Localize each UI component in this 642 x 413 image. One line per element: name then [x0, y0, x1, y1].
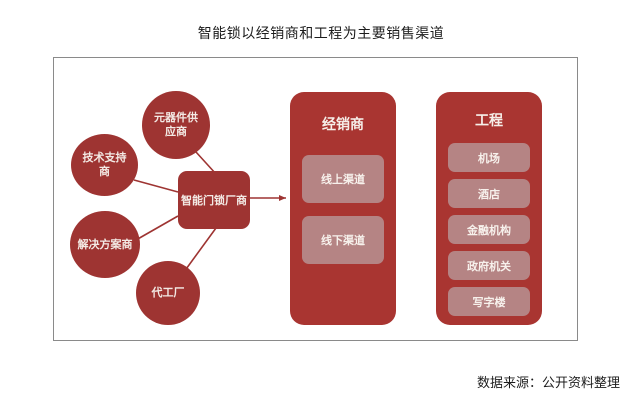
node-smart-lock-maker[interactable]: 智能门锁厂商: [178, 171, 250, 229]
channel-project-title: 工程: [475, 113, 503, 129]
node-oem[interactable]: 代工厂: [136, 261, 200, 325]
channel-project-item[interactable]: 政府机关: [448, 251, 530, 280]
node-solution-label: 解决方案商: [77, 237, 133, 251]
node-solution[interactable]: 解决方案商: [70, 211, 140, 278]
channel-project-item[interactable]: 机场: [448, 143, 530, 172]
channel-column-dealer[interactable]: 经销商 线上渠道 线下渠道: [290, 92, 396, 325]
channel-dealer-item[interactable]: 线上渠道: [302, 155, 384, 203]
channel-dealer-item[interactable]: 线下渠道: [302, 216, 384, 264]
node-tech-support[interactable]: 技术支持商: [71, 134, 138, 196]
node-components-label: 元器件供应商: [153, 111, 198, 138]
node-oem-label: 代工厂: [151, 286, 185, 299]
channel-project-item[interactable]: 酒店: [448, 179, 530, 208]
node-tech-support-label: 技术支持商: [82, 151, 127, 178]
source-note: 数据来源：公开资料整理: [476, 376, 620, 391]
channel-project-item[interactable]: 写字楼: [448, 287, 530, 316]
channel-column-project[interactable]: 工程 机场 酒店 金融机构 政府机关 写字楼: [436, 92, 542, 325]
channel-dealer-title: 经销商: [322, 117, 364, 133]
channel-project-item[interactable]: 金融机构: [448, 215, 530, 244]
page-title: 智能锁以经销商和工程为主要销售渠道: [197, 26, 445, 42]
node-components[interactable]: 元器件供应商: [142, 91, 210, 159]
node-smart-lock-maker-label: 智能门锁厂商: [181, 193, 247, 207]
